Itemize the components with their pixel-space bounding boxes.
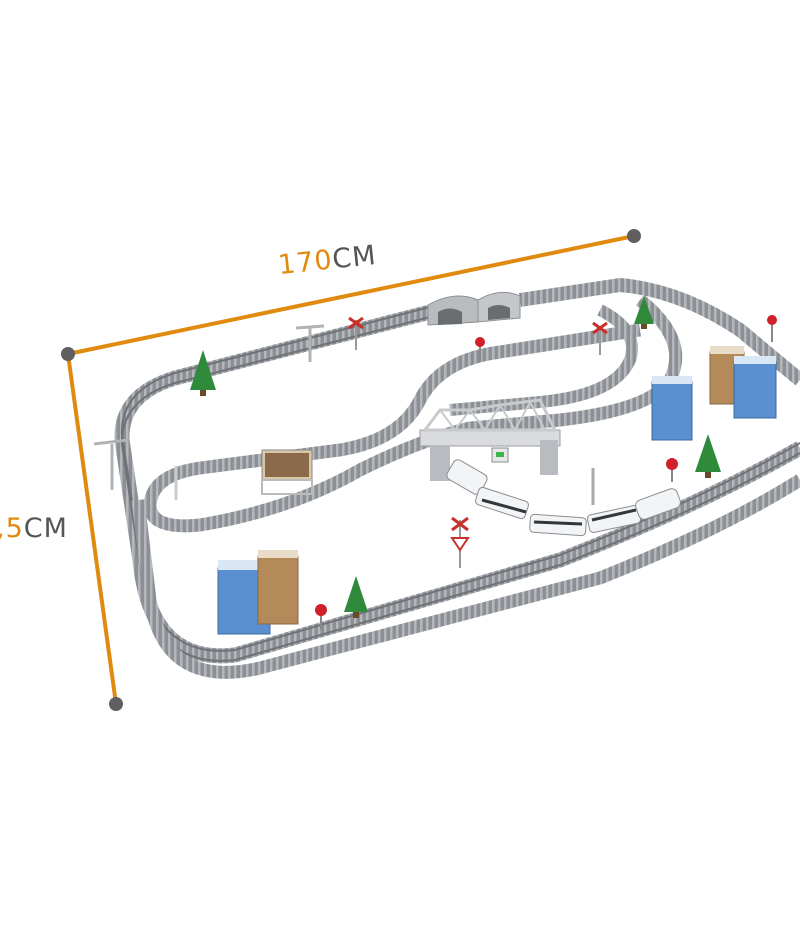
tree-icon <box>695 434 721 478</box>
stop-sign-icon <box>315 604 327 630</box>
width-dimension-label: ,5CM <box>0 513 68 544</box>
outer-track-loop <box>114 277 800 664</box>
stop-signs <box>315 315 777 630</box>
tree-icon <box>190 350 216 396</box>
street-lamp-icon <box>93 438 129 490</box>
truss-bridge <box>419 398 561 481</box>
stop-sign-icon <box>666 458 678 482</box>
buildings <box>217 346 777 635</box>
train <box>446 459 681 537</box>
railroad-crossing-icon <box>592 321 608 355</box>
trees <box>190 296 721 618</box>
railroad-crossing-icon <box>348 316 364 350</box>
length-number: 170 <box>276 244 335 282</box>
train-car <box>529 513 587 537</box>
tree-icon <box>634 296 654 329</box>
length-dimension-line <box>67 234 635 356</box>
dimension-endpoint-top-left <box>61 347 75 361</box>
dimension-endpoint-top-right <box>627 229 641 243</box>
dimension-endpoint-bottom-left <box>109 697 123 711</box>
inner-track-loop <box>143 294 683 533</box>
street-lamp-icon <box>295 324 325 362</box>
width-dimension-line <box>66 353 118 705</box>
street-lamps <box>93 324 325 500</box>
width-unit: CM <box>23 513 68 544</box>
building-blue-center <box>651 376 693 441</box>
tree-icon <box>344 576 368 618</box>
billboard <box>261 449 313 495</box>
building-tan-left <box>257 550 299 625</box>
dimension-lines <box>61 229 641 711</box>
train-car <box>446 459 488 495</box>
railroad-crossing-icon <box>450 516 470 568</box>
tunnels <box>427 291 521 326</box>
building-blue-right <box>733 356 777 419</box>
crossing-signs <box>348 316 608 568</box>
train-car <box>475 486 529 520</box>
stop-sign-icon <box>767 315 777 342</box>
length-unit: CM <box>330 239 379 276</box>
outer-track-parallel <box>131 474 800 679</box>
train-car <box>635 488 681 520</box>
width-number: ,5 <box>0 513 24 544</box>
stop-sign-icon <box>475 337 485 362</box>
